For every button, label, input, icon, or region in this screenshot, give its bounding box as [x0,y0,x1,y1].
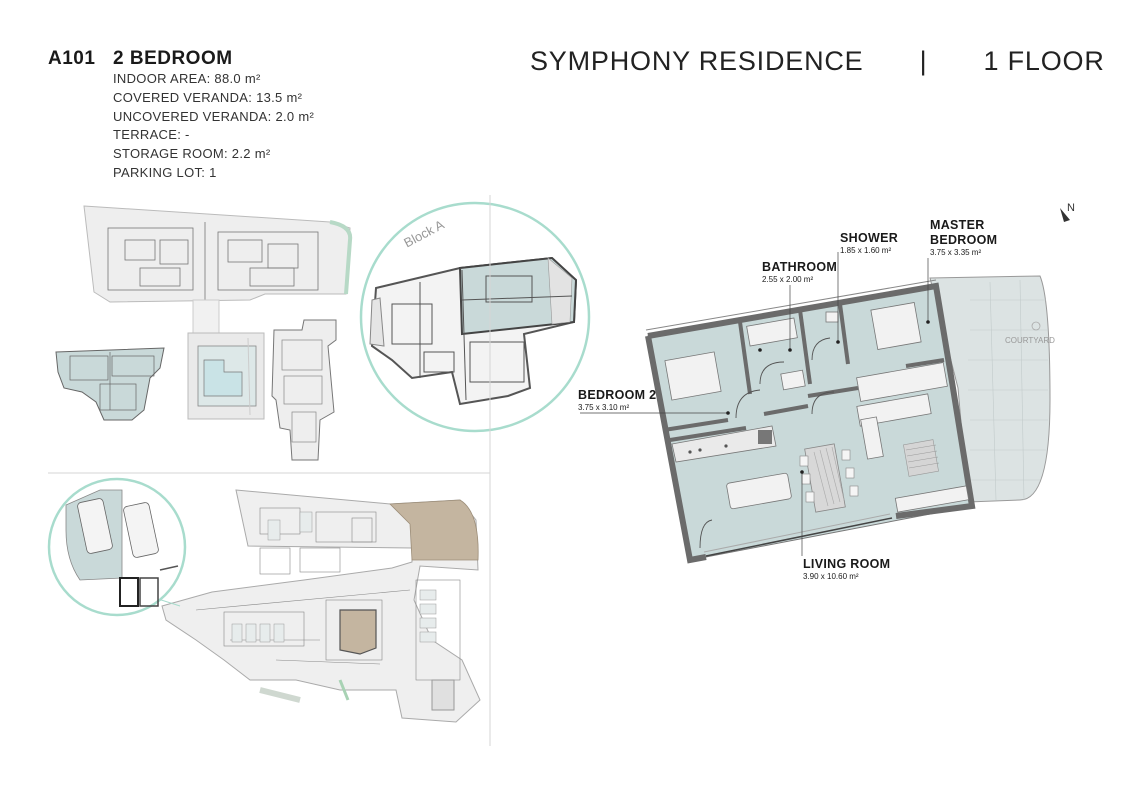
room-label-shower: SHOWER 1.85 x 1.60 m² [840,231,899,255]
floor-label: 1 FLOOR [983,46,1105,76]
unit-type: 2 BEDROOM [113,48,233,69]
spec-storage-room: STORAGE ROOM: 2.2 m² [113,146,271,162]
courtyard-label: COURTYARD [1005,336,1055,345]
page-title: SYMPHONY RESIDENCE | 1 FLOOR [530,46,1105,77]
parking-plan [47,473,491,746]
spec-indoor-area: INDOOR AREA: 88.0 m² [113,71,261,86]
spec-covered-veranda: COVERED VERANDA: 13.5 m² [113,89,303,105]
title-separator: | [919,46,928,76]
unit-code: A101 [48,48,96,69]
room-label-bathroom: BATHROOM 2.55 x 2.00 m² [762,260,838,284]
spec-terrace: TERRACE: - [113,127,190,143]
north-label: N [1067,202,1075,214]
room-label-living-room: LIVING ROOM 3.90 x 10.60 m² [803,557,891,581]
floor-plan: N COURTYARD [580,202,1075,564]
room-label-master-bedroom: MASTER BEDROOM 3.75 x 3.35 m² [930,218,998,257]
project-name: SYMPHONY RESIDENCE [530,46,864,76]
site-plan: Block A [48,195,591,474]
unit-specs: INDOOR AREA: 88.0 m² COVERED VERANDA: 13… [113,70,314,183]
room-label-bedroom-2: BEDROOM 2 3.75 x 3.10 m² [578,388,657,412]
spec-uncovered-veranda: UNCOVERED VERANDA: 2.0 m² [113,108,315,124]
spec-parking-lot: PARKING LOT: 1 [113,164,217,180]
